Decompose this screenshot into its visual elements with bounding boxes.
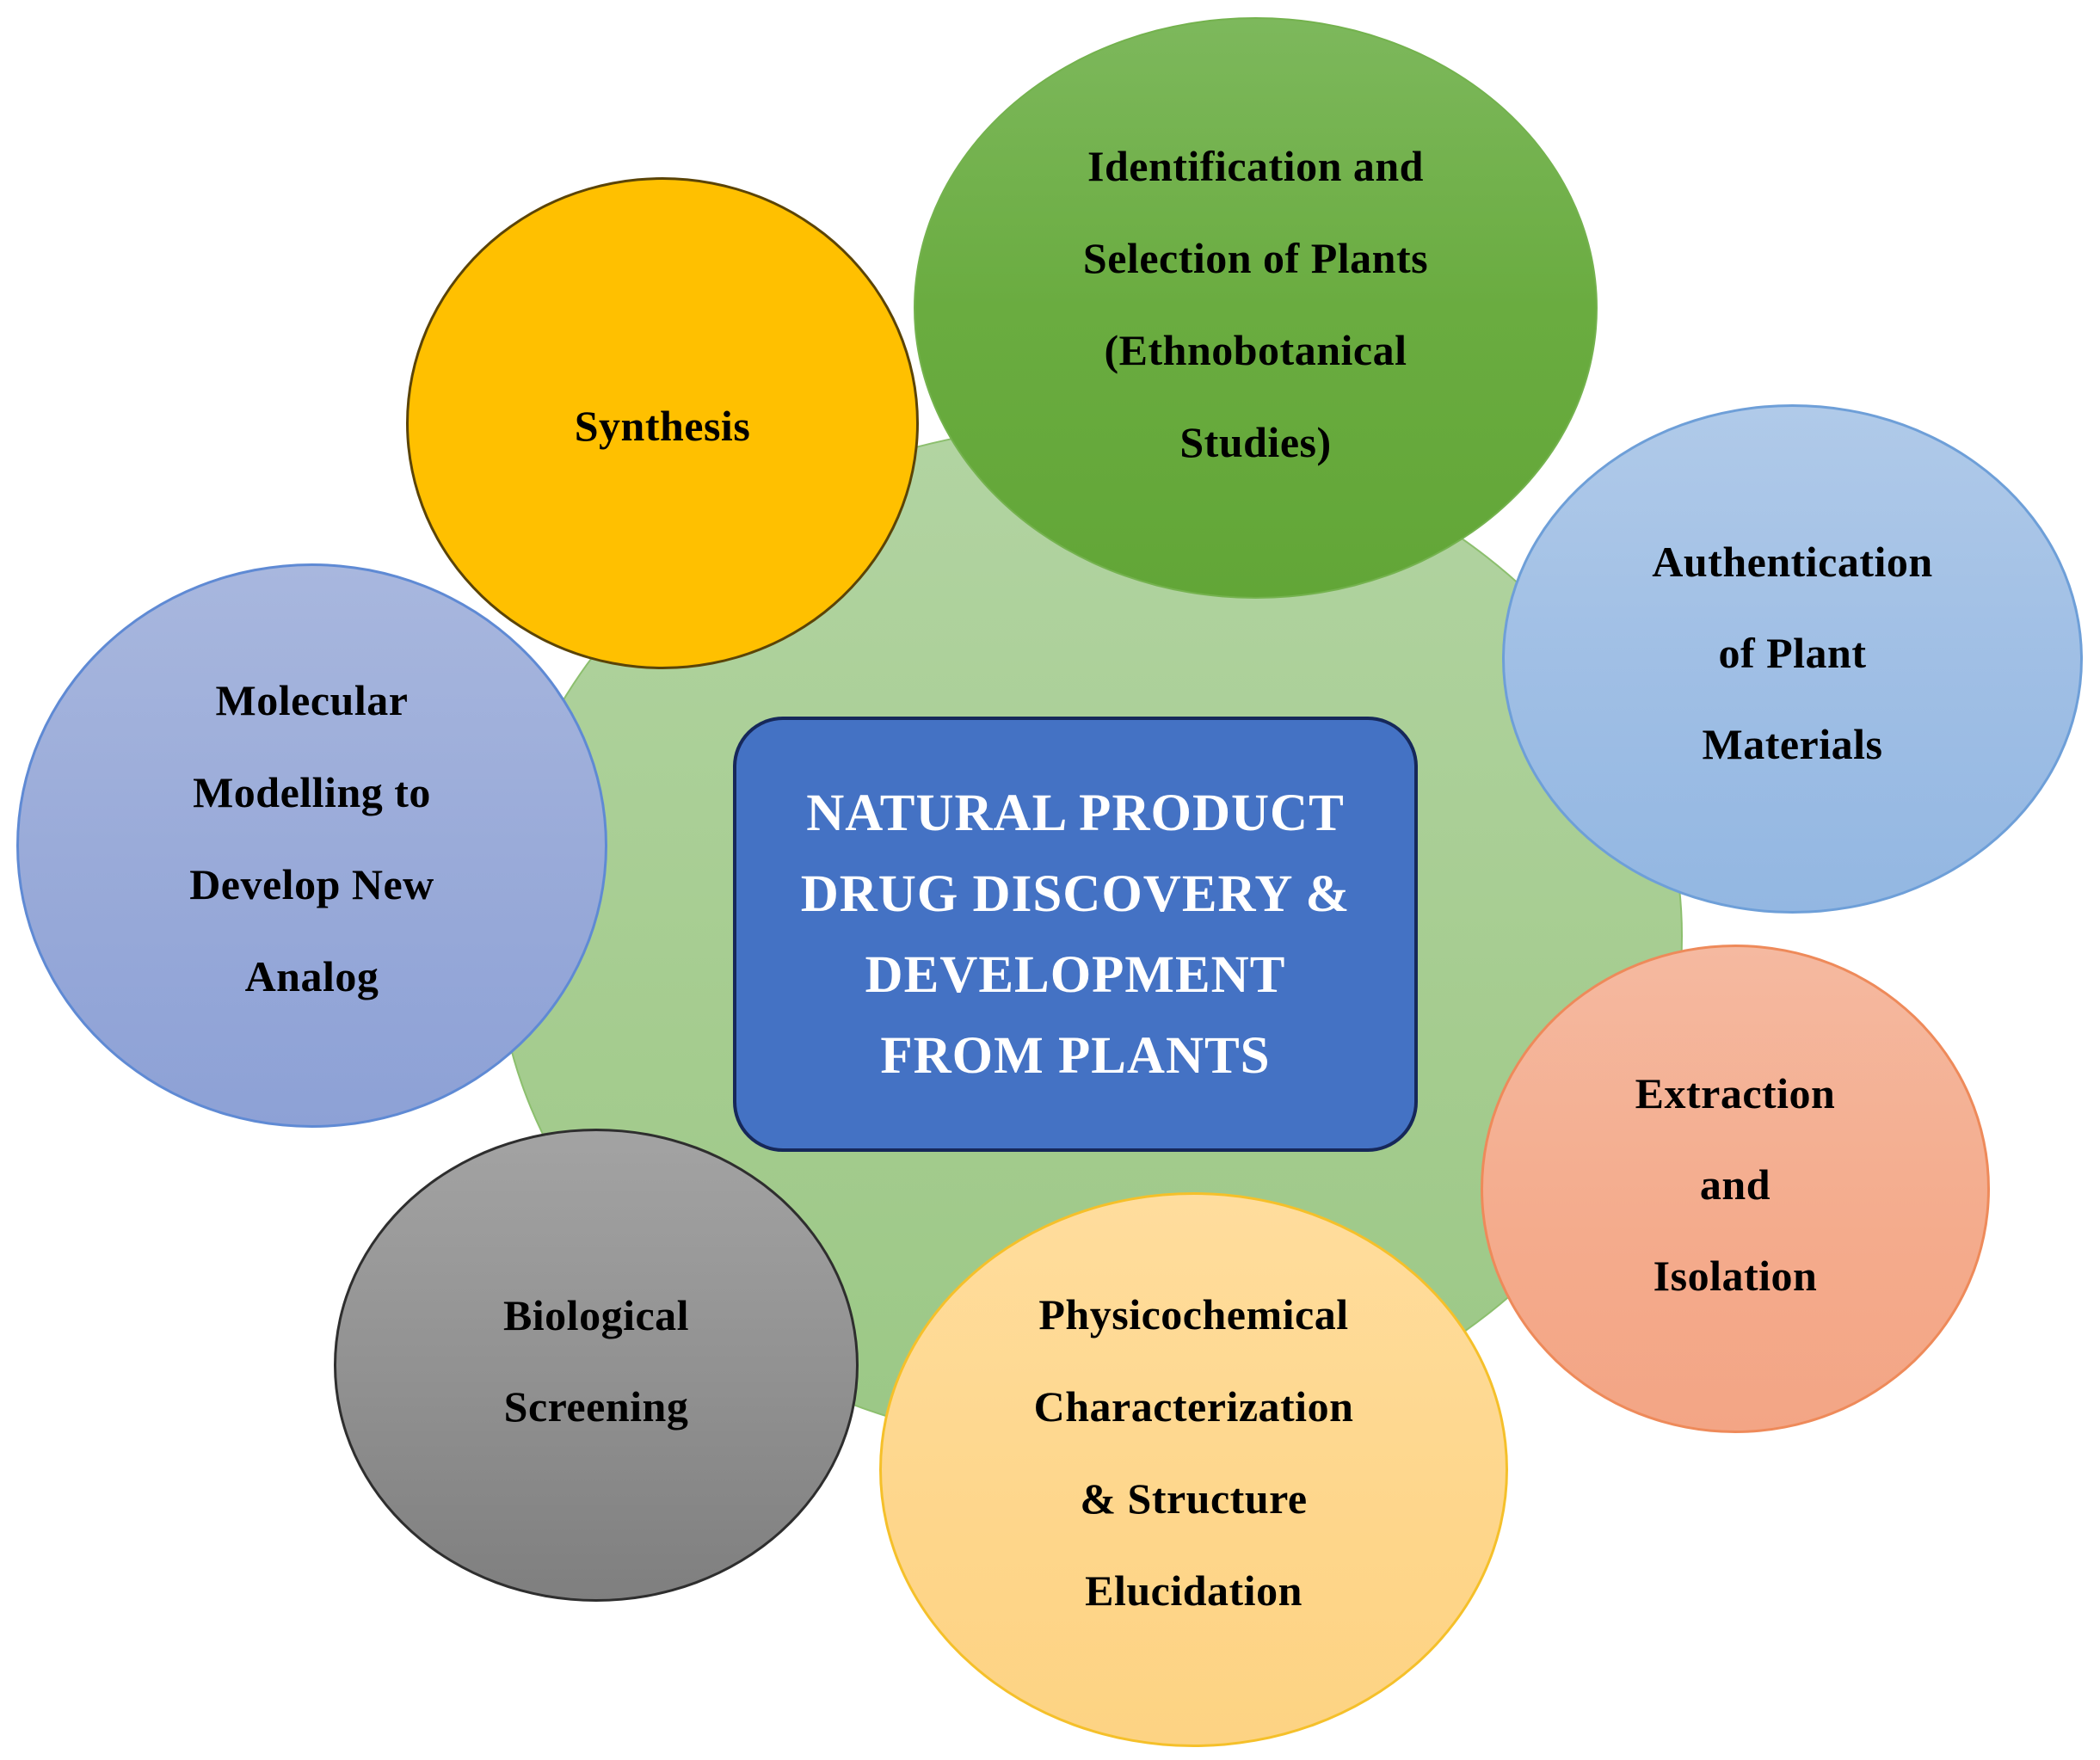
node-biological-screening-label: Biological Screening	[503, 1270, 689, 1452]
node-identification: Identification and Selection of Plants (…	[914, 17, 1598, 599]
node-molecular-modelling-label: Molecular Modelling to Develop New Analo…	[189, 655, 434, 1023]
node-biological-screening-line-2: Screening	[503, 1382, 689, 1431]
node-synthesis-label: Synthesis	[575, 380, 751, 472]
node-authentication-line-3: Materials	[1702, 720, 1883, 768]
node-biological-screening-line-1: Biological	[502, 1291, 690, 1339]
node-extraction: Extraction and Isolation	[1481, 945, 1990, 1433]
node-molecular-modelling-line-3: Develop New	[189, 860, 434, 908]
node-identification-label: Identification and Selection of Plants (…	[1083, 120, 1428, 489]
center-title-line-4: FROM PLANTS	[880, 1027, 1271, 1085]
node-molecular-modelling: Molecular Modelling to Develop New Analo…	[16, 563, 607, 1128]
node-biological-screening: Biological Screening	[334, 1129, 859, 1602]
node-synthesis-line-1: Synthesis	[574, 401, 751, 450]
node-identification-line-3: (Ethnobotanical	[1104, 326, 1407, 374]
node-physicochemical-line-2: Characterization	[1033, 1382, 1354, 1431]
node-physicochemical-line-4: Elucidation	[1085, 1566, 1302, 1615]
center-title: NATURAL PRODUCT DRUG DISCOVERY & DEVELOP…	[801, 773, 1351, 1097]
node-molecular-modelling-line-1: Molecular	[215, 676, 409, 724]
center-title-line-2: DRUG DISCOVERY &	[800, 865, 1351, 923]
node-identification-line-4: Studies)	[1179, 418, 1332, 466]
center-title-line-3: DEVELOPMENT	[865, 946, 1286, 1004]
node-physicochemical-line-1: Physicochemical	[1038, 1289, 1349, 1338]
node-identification-line-2: Selection of Plants	[1082, 234, 1429, 282]
node-extraction-line-3: Isolation	[1653, 1252, 1818, 1300]
node-identification-line-1: Identification and	[1087, 142, 1424, 190]
center-title-line-1: NATURAL PRODUCT	[806, 785, 1345, 842]
node-authentication-line-2: of Plant	[1718, 629, 1867, 677]
node-physicochemical-label: Physicochemical Characterization & Struc…	[1034, 1269, 1354, 1637]
node-authentication-line-1: Authentication	[1652, 538, 1933, 586]
node-synthesis: Synthesis	[406, 177, 919, 669]
node-extraction-label: Extraction and Isolation	[1635, 1048, 1836, 1321]
node-extraction-line-2: and	[1699, 1160, 1771, 1209]
node-authentication-label: Authentication of Plant Materials	[1652, 516, 1932, 790]
center-title-box: NATURAL PRODUCT DRUG DISCOVERY & DEVELOP…	[733, 717, 1418, 1152]
node-molecular-modelling-line-4: Analog	[244, 952, 379, 1000]
node-physicochemical: Physicochemical Characterization & Struc…	[879, 1192, 1508, 1747]
node-extraction-line-1: Extraction	[1635, 1069, 1836, 1117]
node-authentication: Authentication of Plant Materials	[1502, 404, 2083, 914]
node-physicochemical-line-3: & Structure	[1080, 1474, 1308, 1523]
node-molecular-modelling-line-2: Modelling to	[193, 768, 431, 816]
